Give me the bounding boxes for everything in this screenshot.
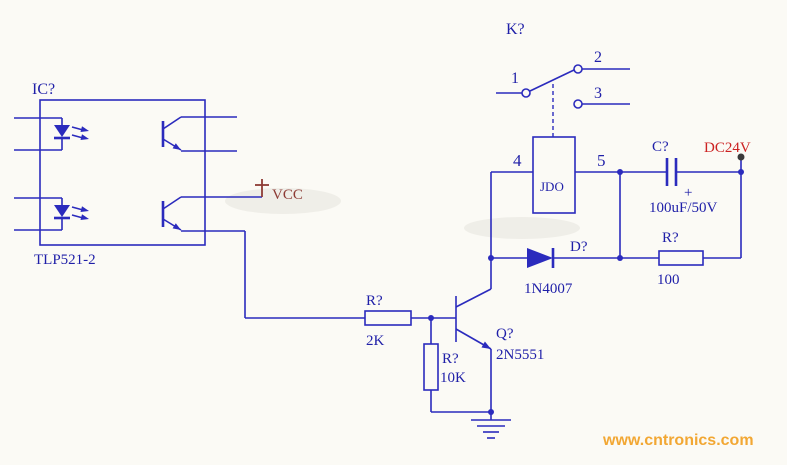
led-icon (14, 117, 89, 151)
capacitor-ref-label: C? (652, 139, 669, 155)
transistor-ref-label: Q? (496, 326, 514, 342)
switch-blade (529, 69, 575, 92)
capacitor-value-label: 100uF/50V (649, 200, 718, 216)
watermark-text: www.cntronics.com (602, 432, 754, 449)
switch-ref-label: K? (506, 21, 525, 38)
resistor-pulldown-value-label: 10K (440, 370, 466, 386)
optocoupler-body (39, 99, 206, 246)
transistor-symbol: Q? 2N5551 (455, 172, 544, 420)
switch-contact-3 (573, 99, 583, 109)
capacitor-polarity-label: + (684, 185, 692, 201)
relay-pin-4-label: 4 (513, 151, 522, 170)
resistor-load-ref-label: R? (662, 230, 679, 246)
emitter-arrow (481, 341, 491, 349)
smudge-artifact (464, 217, 580, 239)
supply-rail: DC24V (704, 140, 751, 258)
switch-terminal-1-label: 1 (511, 70, 519, 87)
relay-switch-symbol: K? 1 2 3 (496, 21, 630, 137)
transistor-part-label: 2N5551 (496, 347, 544, 363)
smudge-artifact (225, 188, 341, 214)
resistor-base-symbol: R? 2K (244, 231, 456, 349)
supply-label: DC24V (704, 140, 751, 156)
relay-coil-symbol: 4 5 JDO (491, 136, 667, 214)
switch-contact-2 (573, 64, 583, 74)
vcc-label: VCC (272, 187, 303, 203)
resistor-body (423, 343, 439, 391)
resistor-base-ref-label: R? (366, 293, 383, 309)
switch-terminal-3-label: 3 (594, 85, 602, 102)
supply-terminal-dot (737, 153, 745, 161)
diode-part-label: 1N4007 (524, 281, 573, 297)
switch-contact-1 (521, 88, 531, 98)
resistor-pulldown-symbol: R? 10K (423, 318, 491, 413)
relay-coil-label: JDO (540, 179, 564, 194)
phototransistor-icon (161, 196, 262, 232)
capacitor-symbol: C? + 100uF/50V (649, 139, 741, 216)
diode-symbol: D? 1N4007 (491, 239, 620, 297)
relay-pin-5-label: 5 (597, 151, 606, 170)
resistor-body (658, 250, 704, 266)
resistor-base-value-label: 2K (366, 333, 385, 349)
resistor-pulldown-ref-label: R? (442, 351, 459, 367)
optocoupler-channel-1 (14, 116, 237, 152)
optocoupler-symbol: IC? TLP521-2 (14, 81, 262, 268)
optocoupler-channel-2 (14, 196, 262, 232)
phototransistor-icon (161, 116, 237, 152)
ground-icon (471, 419, 511, 439)
vcc-symbol: VCC (255, 179, 303, 203)
resistor-load-symbol: R? 100 (620, 230, 741, 288)
switch-terminal-2-label: 2 (594, 49, 602, 66)
led-icon (14, 197, 89, 231)
resistor-body (364, 310, 412, 326)
junction-dots (428, 169, 744, 415)
ic-ref-label: IC? (32, 81, 55, 98)
diode-triangle (527, 248, 553, 268)
resistor-load-value-label: 100 (657, 272, 680, 288)
ic-part-label: TLP521-2 (34, 252, 96, 268)
relay-coil-body (532, 136, 576, 214)
diode-ref-label: D? (570, 239, 588, 255)
